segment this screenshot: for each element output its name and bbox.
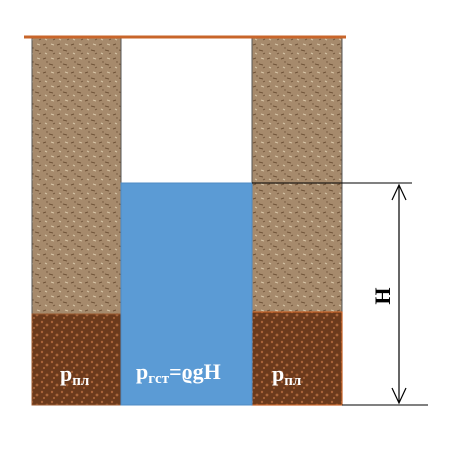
left-reservoir-pressure-label: pпл — [60, 361, 90, 389]
hydrostatic-pressure-symbol: p — [136, 359, 148, 384]
left-soil-column — [31, 36, 122, 315]
right-pressure-symbol: p — [272, 361, 284, 386]
dimension-arrow-top — [391, 183, 407, 201]
borehole-fluid-column — [120, 182, 253, 406]
right-reservoir-layer — [251, 311, 343, 406]
hydrostatic-pressure-label: pгст=ϱgH — [136, 359, 221, 387]
hydrostatic-pressure-formula: =ϱgH — [169, 359, 221, 384]
height-label: H — [370, 287, 395, 304]
height-dimension: H — [252, 182, 428, 406]
left-pressure-subscript: пл — [72, 373, 90, 389]
hydrostatic-pressure-subscript: гст — [148, 371, 169, 387]
right-soil-column — [251, 36, 343, 314]
right-pressure-subscript: пл — [284, 373, 302, 389]
left-pressure-symbol: p — [60, 361, 72, 386]
dimension-arrow-bottom — [391, 387, 407, 405]
right-reservoir-pressure-label: pпл — [272, 361, 302, 389]
left-reservoir-layer — [31, 313, 122, 406]
